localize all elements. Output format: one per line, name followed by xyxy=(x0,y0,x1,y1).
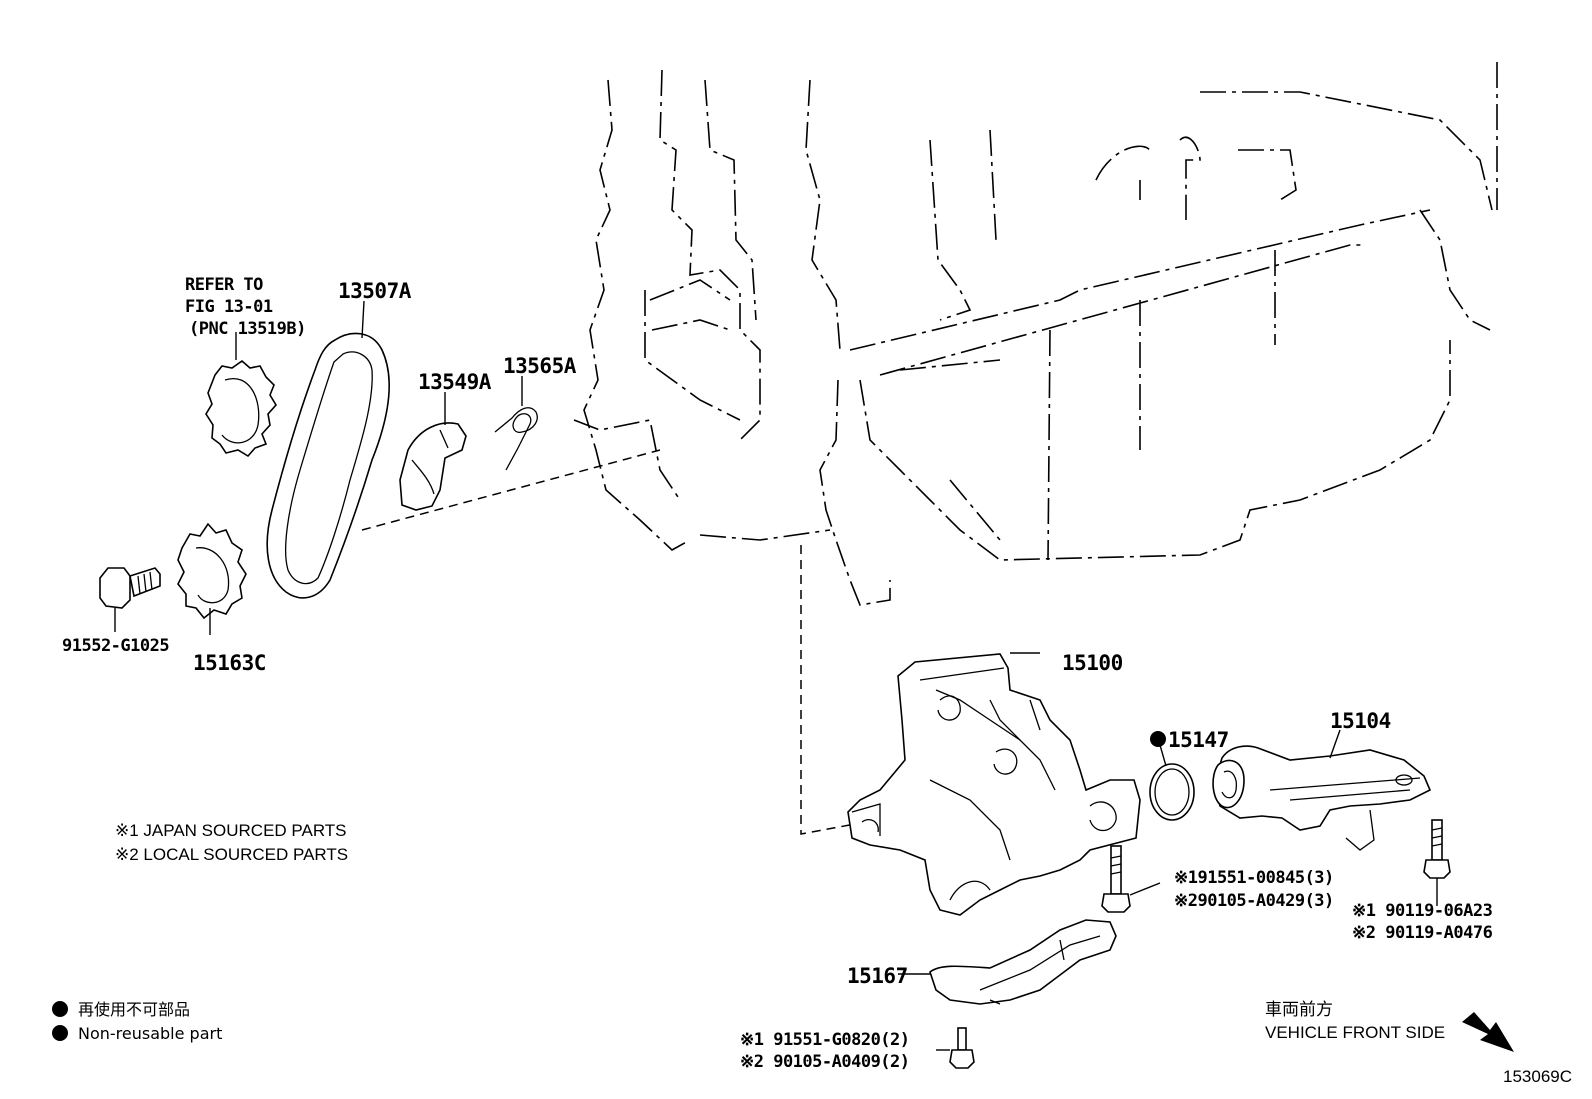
non-reusable-marker xyxy=(1150,731,1166,747)
label-cover-bolt-2: ※2 90119-A0476 xyxy=(1352,923,1493,943)
label-15104: 15104 xyxy=(1330,709,1391,733)
refer-note-line3: (PNC 13519B) xyxy=(189,319,306,339)
label-91552-G1025: 91552-G1025 xyxy=(62,636,169,656)
refer-note-line1: REFER TO xyxy=(185,275,263,295)
legend: 再使用不可部品 Non-reusable part xyxy=(52,1000,222,1043)
direction-en: VEHICLE FRONT SIDE xyxy=(1265,1023,1445,1042)
label-13549A: 13549A xyxy=(418,370,492,394)
baffle-plate xyxy=(898,919,1117,1005)
oil-pump-assembly xyxy=(847,652,1141,916)
front-arrow-icon xyxy=(1462,1012,1514,1052)
figure-id: 153069C xyxy=(1503,1067,1572,1086)
label-15167: 15167 xyxy=(847,964,908,988)
label-pump-bolt-2: ※290105-A0429(3) xyxy=(1174,891,1334,911)
sourcing-notes: ※1 JAPAN SOURCED PARTS ※2 LOCAL SOURCED … xyxy=(115,821,348,864)
label-baffle-bolt-1: ※1 91551-G0820(2) xyxy=(740,1030,910,1050)
legend-bullet-jp xyxy=(52,1001,68,1017)
note-local-sourced: ※2 LOCAL SOURCED PARTS xyxy=(115,845,348,864)
pump-mounting-bolt xyxy=(1101,845,1161,913)
label-15147: 15147 xyxy=(1168,728,1229,752)
legend-en: Non-reusable part xyxy=(78,1024,222,1043)
vehicle-front-indicator: 車両前方 VEHICLE FRONT SIDE xyxy=(1265,1000,1514,1052)
strainer-bolt xyxy=(1423,819,1451,906)
crank-sprocket xyxy=(205,332,277,458)
label-13565A: 13565A xyxy=(503,354,577,378)
chain-tensioner xyxy=(399,392,467,511)
bolt-91552 xyxy=(99,567,161,632)
label-15163C: 15163C xyxy=(193,651,266,675)
note-japan-sourced: ※1 JAPAN SOURCED PARTS xyxy=(115,821,347,840)
legend-bullet-en xyxy=(52,1025,68,1041)
oil-pump-chain xyxy=(266,300,391,599)
oil-strainer xyxy=(1212,729,1432,851)
engine-block-outline xyxy=(361,62,1498,835)
direction-jp: 車両前方 xyxy=(1265,1000,1333,1019)
label-15100: 15100 xyxy=(1062,651,1123,675)
refer-note-line2: FIG 13-01 xyxy=(185,297,273,317)
tensioner-spring xyxy=(494,376,538,471)
oil-pump-drive-sprocket xyxy=(177,522,247,635)
legend-jp: 再使用不可部品 xyxy=(78,1000,190,1019)
label-baffle-bolt-2: ※2 90105-A0409(2) xyxy=(740,1052,910,1072)
label-pump-bolt-1: ※191551-00845(3) xyxy=(1174,868,1334,888)
label-13507A: 13507A xyxy=(338,279,412,303)
baffle-bolt xyxy=(936,1027,975,1069)
label-cover-bolt-1: ※1 90119-06A23 xyxy=(1352,901,1493,921)
part-labels: REFER TO FIG 13-01 (PNC 13519B) 13507A 1… xyxy=(62,275,1493,1072)
